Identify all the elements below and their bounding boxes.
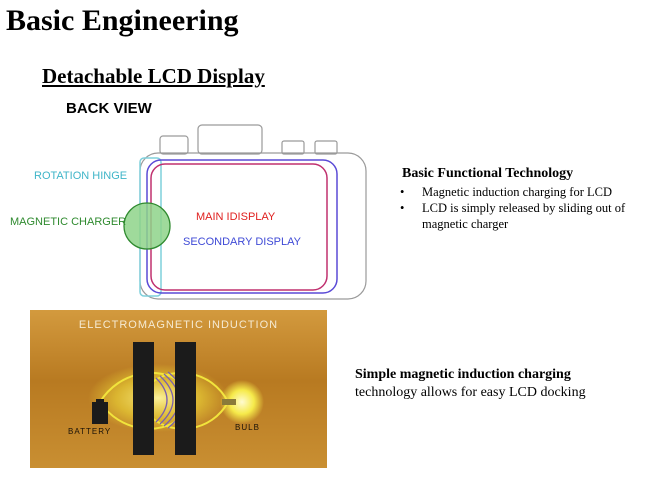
secondary-display-outline: [146, 159, 338, 294]
magnetic-charger-shape: [123, 202, 171, 250]
bulb-glow: [220, 380, 264, 424]
camera-button-left: [159, 135, 189, 155]
battery-label: BATTERY: [68, 427, 112, 436]
page-title: Basic Engineering: [6, 4, 239, 37]
camera-body: [139, 152, 367, 300]
main-display-label: MAIN IDISPLAY: [196, 211, 276, 223]
battery-terminal: [96, 399, 104, 403]
functional-item: • Magnetic induction charging for LCD: [400, 184, 650, 200]
caption-body: technology allows for easy LCD docking: [355, 385, 586, 400]
coil-winding: [155, 377, 168, 423]
induction-core-left: [133, 342, 154, 455]
rotation-hinge-label: ROTATION HINGE: [34, 170, 128, 182]
induction-title: ELECTROMAGNETIC INDUCTION: [78, 319, 279, 331]
camera-viewfinder-top: [197, 124, 263, 155]
functional-item: • LCD is simply released by sliding out …: [400, 200, 650, 232]
coil-winding: [159, 375, 174, 425]
section-subtitle: Detachable LCD Display: [42, 64, 265, 88]
main-display-outline: [150, 163, 328, 291]
induction-caption: Simple magnetic induction charging techn…: [355, 366, 655, 402]
camera-diagram: [123, 124, 367, 300]
camera-button-right: [314, 140, 338, 155]
induction-core-right: [175, 342, 196, 455]
functional-heading: Basic Functional Technology: [402, 166, 574, 181]
functional-list: • Magnetic induction charging for LCD • …: [400, 184, 650, 232]
magnetic-charger-label: MAGNETIC CHARGER: [10, 216, 127, 228]
functional-item-text: Magnetic induction charging for LCD: [422, 185, 613, 199]
functional-item-text: LCD is simply released by sliding out of…: [422, 201, 626, 231]
bullet-glyph: •: [400, 201, 405, 215]
secondary-display-label: SECONDARY DISPLAY: [183, 236, 301, 248]
bullet-glyph: •: [400, 185, 405, 199]
battery-shape: [92, 402, 108, 424]
induction-image: ELECTROMAGNETIC INDUCTION BATTERY BULB: [30, 310, 327, 468]
back-view-heading: BACK VIEW: [66, 100, 152, 117]
caption-heading: Simple magnetic induction charging: [355, 367, 571, 382]
induction-illustration: [88, 342, 264, 455]
camera-button-mid: [281, 140, 305, 155]
bulb-label: BULB: [235, 423, 260, 432]
bulb-base: [222, 399, 236, 405]
